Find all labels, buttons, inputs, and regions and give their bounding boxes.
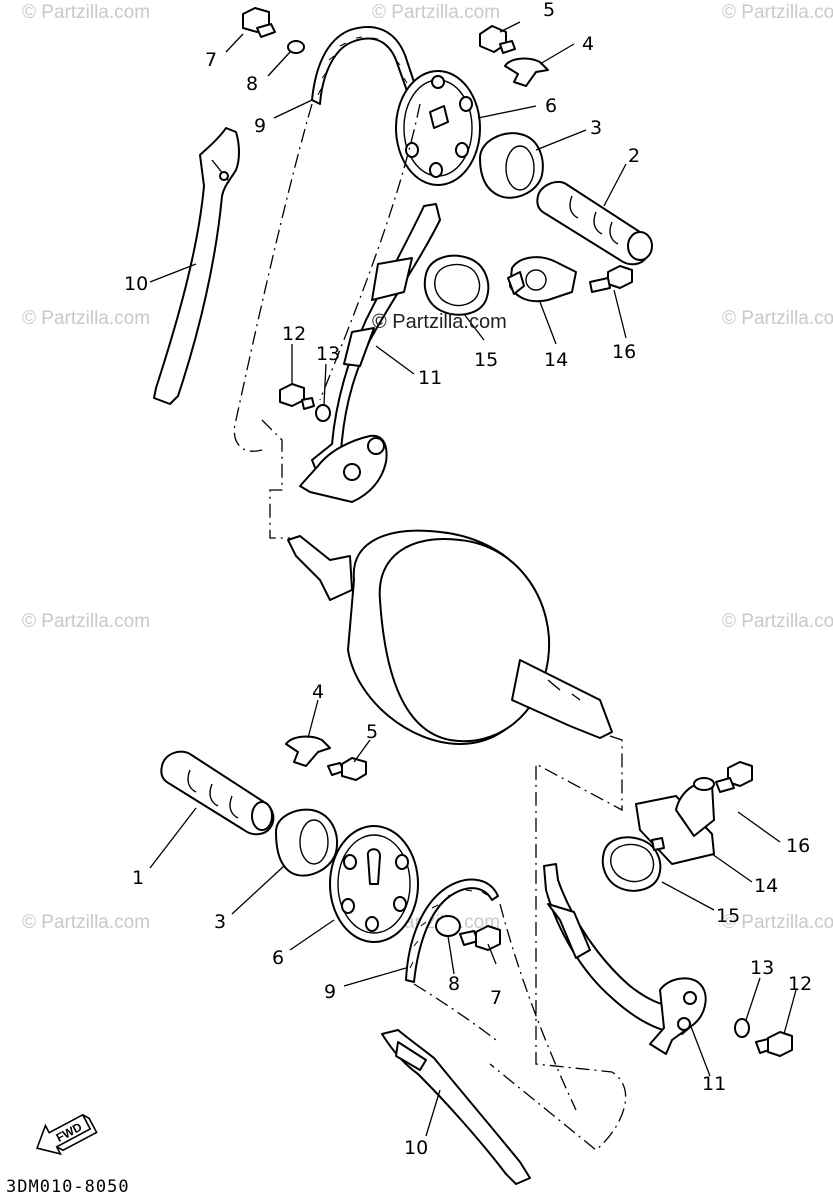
watermark: © Partzilla.com (372, 2, 500, 23)
bolt-16-bottom[interactable] (715, 761, 753, 793)
fwd-arrow-icon: FWD (35, 1113, 98, 1156)
watermark: © Partzilla.com (22, 2, 150, 23)
chain-guide-10-bottom[interactable] (381, 1029, 531, 1185)
bolt-7-top[interactable] (242, 7, 276, 38)
callout-7: 7 (205, 49, 217, 71)
cam-chain-tensioner-14-bottom[interactable] (635, 777, 715, 865)
tensioner-arm-11-top[interactable] (299, 203, 441, 503)
callout-11: 11 (702, 1073, 726, 1095)
watermark: © Partzilla.com (22, 912, 150, 933)
callout-4: 4 (312, 681, 324, 703)
diagram-code: 3DM010-8050 (6, 1177, 130, 1197)
callout-labels: 7 8 9 5 4 6 3 2 10 12 13 11 15 14 16 4 5… (124, 0, 812, 1159)
callout-3: 3 (214, 911, 226, 933)
gasket-15-top[interactable] (423, 254, 490, 316)
callout-4: 4 (582, 33, 594, 55)
callout-16: 16 (786, 835, 810, 857)
bolt-7-bottom[interactable] (459, 925, 501, 951)
watermark: © Partzilla.com (722, 2, 833, 23)
callout-12: 12 (788, 973, 812, 995)
callout-10: 10 (124, 273, 148, 295)
callout-3: 3 (590, 117, 602, 139)
watermark: © Partzilla.com (22, 308, 150, 329)
callout-12: 12 (282, 323, 306, 345)
collar-3-bottom[interactable] (275, 808, 338, 877)
callout-5: 5 (366, 721, 378, 743)
crankshaft[interactable] (287, 529, 613, 745)
camshaft-1[interactable] (160, 750, 275, 836)
washer-13-top[interactable] (315, 404, 331, 422)
chain-guide-10-top[interactable] (153, 127, 240, 405)
callout-1: 1 (132, 867, 144, 889)
cam-chain-tensioner-14-top[interactable] (507, 256, 577, 303)
callout-10: 10 (404, 1137, 428, 1159)
callout-9: 9 (324, 981, 336, 1003)
watermark: © Partzilla.com (722, 308, 833, 329)
callout-5: 5 (543, 0, 555, 21)
washer-8-bottom[interactable] (435, 915, 461, 937)
bolt-12-bottom[interactable] (755, 1031, 793, 1057)
leader-lines (149, 21, 797, 1137)
washer-8-top[interactable] (287, 40, 305, 54)
collar-3-top[interactable] (479, 132, 544, 199)
callout-2: 2 (628, 145, 640, 167)
callout-6: 6 (272, 947, 284, 969)
callout-15: 15 (716, 905, 740, 927)
callout-13: 13 (750, 957, 774, 979)
callout-8: 8 (448, 973, 460, 995)
callout-13: 13 (316, 343, 340, 365)
bolt-5-top[interactable] (479, 25, 516, 54)
cam-sprocket-6-bottom[interactable] (329, 825, 419, 943)
callout-11: 11 (418, 367, 442, 389)
washer-13-bottom[interactable] (734, 1018, 750, 1038)
camshaft-2[interactable] (536, 180, 653, 266)
watermark: © Partzilla.com (722, 912, 833, 933)
gasket-15-bottom[interactable] (601, 836, 662, 892)
callout-8: 8 (246, 73, 258, 95)
watermark: © Partzilla.com (372, 311, 507, 333)
callout-7: 7 (490, 987, 502, 1009)
bolt-5-bottom[interactable] (327, 757, 367, 781)
watermark: © Partzilla.com (722, 611, 833, 632)
alignment-lines (233, 103, 627, 1151)
callout-14: 14 (754, 875, 778, 897)
cam-plate-4-bottom[interactable] (285, 735, 331, 767)
callout-6: 6 (545, 95, 557, 117)
cam-sprocket-6-top[interactable] (395, 70, 481, 186)
callout-15: 15 (474, 349, 498, 371)
callout-14: 14 (544, 349, 568, 371)
cam-plate-4-top[interactable] (504, 57, 549, 87)
bolt-16-top[interactable] (589, 265, 633, 293)
watermark: © Partzilla.com (22, 611, 150, 632)
callout-16: 16 (612, 341, 636, 363)
bolt-12-top[interactable] (279, 383, 315, 410)
timing-chain-9-bottom[interactable] (405, 878, 499, 983)
callout-9: 9 (254, 115, 266, 137)
tensioner-arm-11-bottom[interactable] (543, 863, 707, 1055)
center-watermark: © Partzilla.com (372, 311, 507, 333)
